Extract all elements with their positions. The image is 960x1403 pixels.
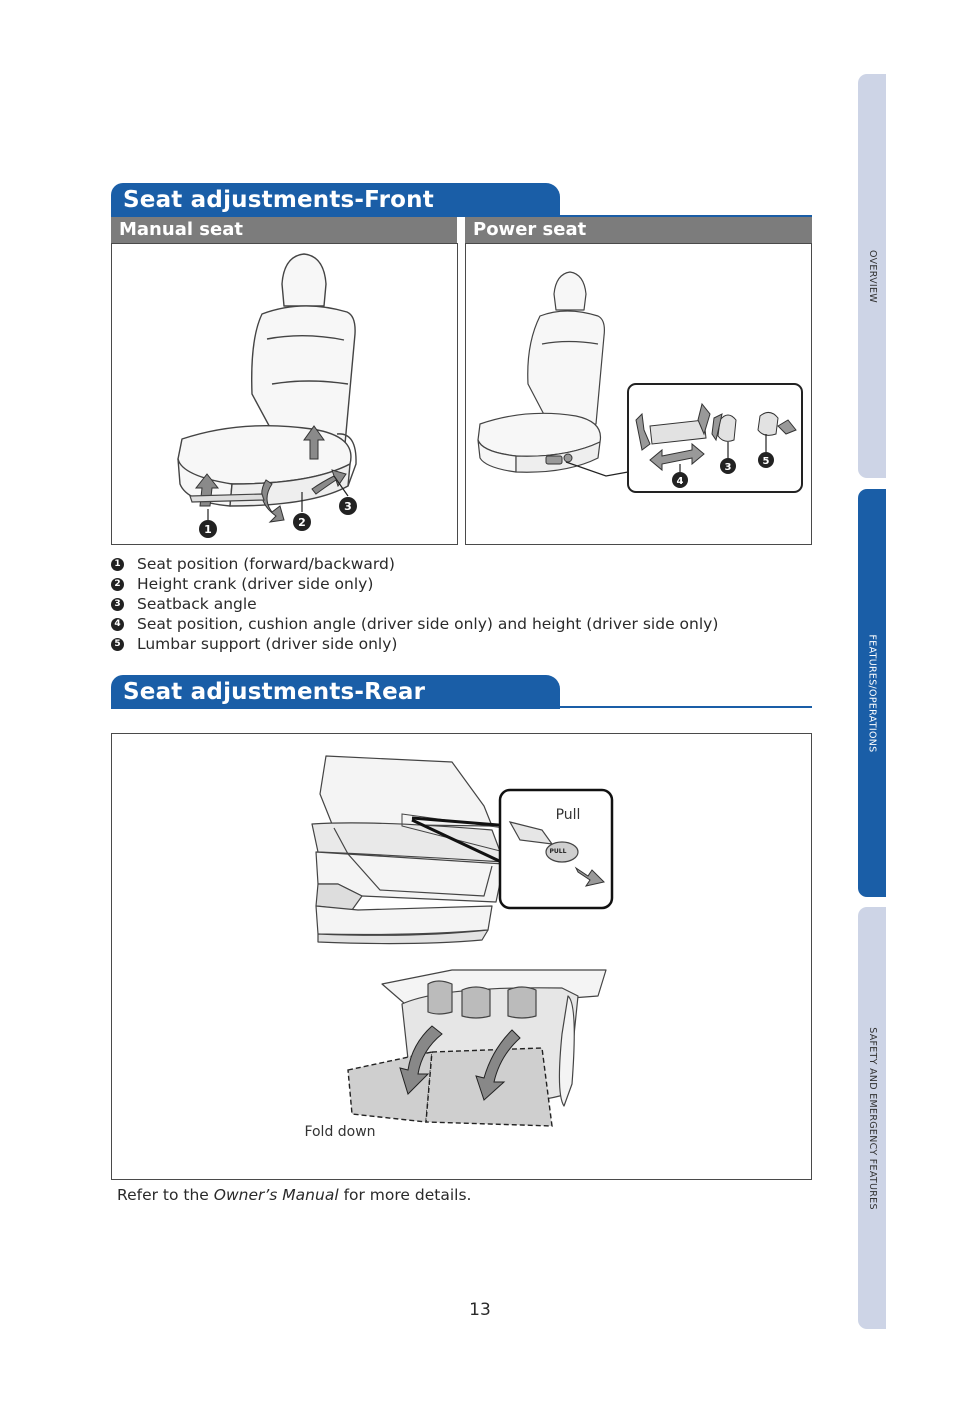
power-seat-heading: Power seat bbox=[465, 217, 812, 243]
legend-item-4: 4 Seat position, cushion angle (driver si… bbox=[111, 614, 811, 634]
manual-callout-1: 1 bbox=[204, 523, 212, 536]
refer-note: Refer to the Owner’s Manual for more det… bbox=[117, 1186, 471, 1204]
manual-seat-illustration: 1 2 3 bbox=[177, 253, 357, 538]
page-number: 13 bbox=[469, 1300, 491, 1320]
power-seat-figure: 4 3 5 bbox=[465, 243, 812, 545]
manual-callout-2: 2 bbox=[298, 516, 306, 529]
legend-number-badge: 1 bbox=[111, 557, 124, 571]
legend-text: Seatback angle bbox=[137, 595, 257, 613]
power-seat-illustration: 4 3 5 bbox=[477, 271, 803, 493]
knob-pull-text: PULL bbox=[550, 848, 567, 855]
power-callout-5: 5 bbox=[763, 456, 770, 467]
side-tab-safety-emergency-label: SAFETY AND EMERGENCY FEATURES bbox=[866, 1026, 878, 1210]
manual-seat-figure: 1 2 3 bbox=[111, 243, 458, 545]
front-section-title: Seat adjustments-Front bbox=[111, 183, 560, 217]
rear-seat-figure: PULL Pull Fold down bbox=[111, 733, 812, 1180]
legend-item-2: 2 Height crank (driver side only) bbox=[111, 574, 811, 594]
side-tab-overview[interactable] bbox=[858, 74, 886, 478]
side-tab-features-operations-label: FEATURES/OPERATIONS bbox=[866, 634, 878, 752]
fold-down-label: Fold down bbox=[304, 1124, 375, 1140]
legend-text: Height crank (driver side only) bbox=[137, 575, 374, 593]
side-tab-safety-emergency[interactable] bbox=[858, 907, 886, 1329]
power-callout-4: 4 bbox=[677, 476, 684, 487]
owners-manual-reference: Owner’s Manual bbox=[213, 1186, 339, 1204]
refer-text-after: for more details. bbox=[338, 1186, 472, 1204]
rear-seat-illustration: PULL Pull Fold down bbox=[304, 755, 614, 1140]
legend-text: Seat position (forward/backward) bbox=[137, 555, 395, 573]
front-section-rule bbox=[111, 215, 812, 217]
side-tab-overview-label: OVERVIEW bbox=[866, 249, 878, 303]
refer-text-before: Refer to the bbox=[117, 1186, 214, 1204]
legend-number-badge: 2 bbox=[111, 577, 124, 591]
legend-number-badge: 3 bbox=[111, 597, 124, 611]
pull-label: Pull bbox=[556, 807, 581, 823]
legend-text: Lumbar support (driver side only) bbox=[137, 635, 398, 653]
legend-text: Seat position, cushion angle (driver sid… bbox=[137, 615, 719, 633]
legend-item-5: 5 Lumbar support (driver side only) bbox=[111, 634, 811, 654]
legend-item-1: 1 Seat position (forward/backward) bbox=[111, 554, 811, 574]
rear-section-title: Seat adjustments-Rear bbox=[111, 675, 560, 709]
manual-seat-heading: Manual seat bbox=[111, 217, 457, 243]
legend-number-badge: 5 bbox=[111, 637, 124, 651]
legend-number-badge: 4 bbox=[111, 617, 124, 631]
manual-callout-3: 3 bbox=[344, 500, 352, 513]
side-tab-features-operations[interactable] bbox=[858, 489, 886, 897]
front-legend-list: 1 Seat position (forward/backward) 2 Heigh… bbox=[111, 554, 811, 654]
legend-item-3: 3 Seatback angle bbox=[111, 594, 811, 614]
rear-section-rule bbox=[111, 706, 812, 708]
power-callout-3: 3 bbox=[725, 462, 732, 473]
